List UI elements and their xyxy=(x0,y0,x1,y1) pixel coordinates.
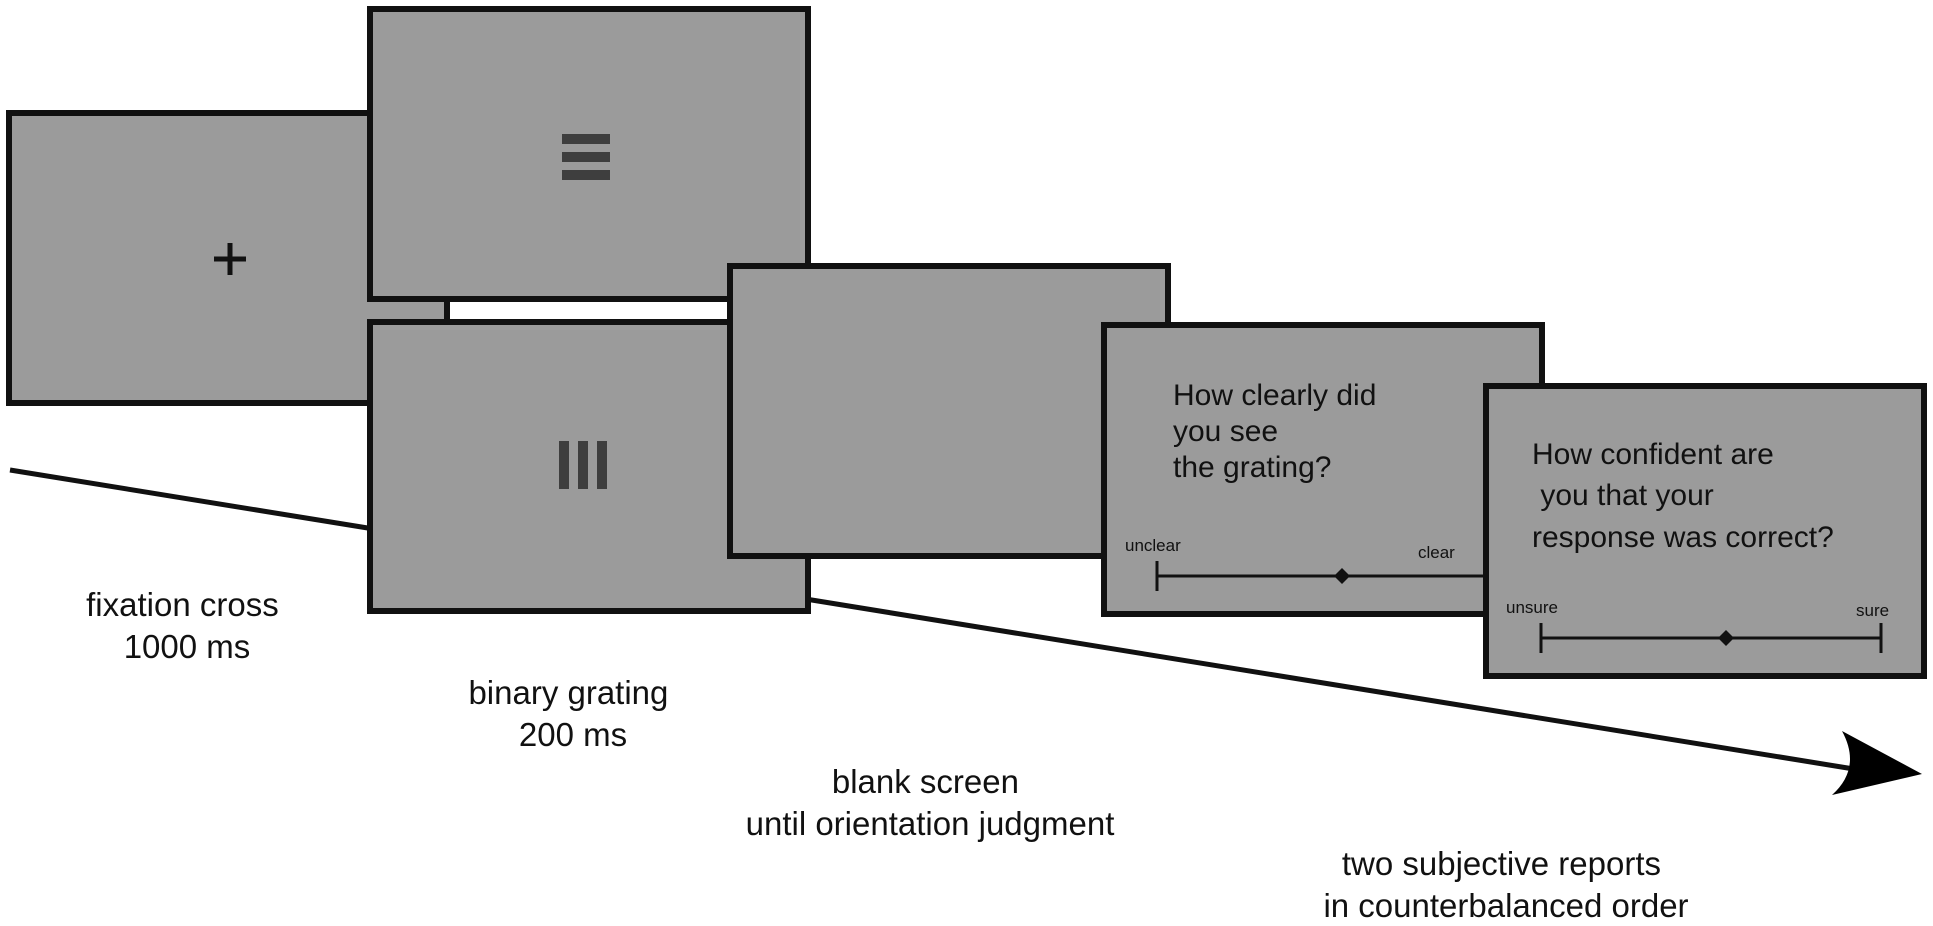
confidence-rating-screen-frame xyxy=(1483,383,1927,679)
blank-caption-line: until orientation judgment xyxy=(746,805,1115,842)
clarity-rating-screen-frame xyxy=(1101,322,1545,617)
grating-caption: binary grating 200 ms xyxy=(468,674,677,753)
confidence-rating-screen: How confident are you that your response… xyxy=(1483,383,1927,679)
arrow-right-icon xyxy=(1832,731,1922,795)
fixation-caption-line: fixation cross xyxy=(86,586,279,623)
confidence-rating-scale[interactable] xyxy=(1539,623,1883,653)
reports-caption: two subjective reports in counterbalance… xyxy=(1323,845,1688,924)
clarity-question-line: How clearly did xyxy=(1173,379,1376,412)
clarity-rating-scale[interactable] xyxy=(1155,561,1542,591)
confidence-question-line: How confident are xyxy=(1532,438,1774,471)
grating-caption-line: 200 ms xyxy=(519,716,627,753)
confidence-scale-right-label: sure xyxy=(1856,601,1889,620)
confidence-question: How confident are you that your response… xyxy=(1532,438,1834,554)
fixation-cross-icon xyxy=(214,243,246,275)
clarity-question: How clearly did you see the grating? xyxy=(1173,379,1385,484)
horizontal-grating-screen xyxy=(367,6,811,302)
confidence-scale-left-label: unsure xyxy=(1506,598,1558,617)
confidence-scale-marker[interactable] xyxy=(1718,630,1734,646)
blank-caption: blank screen until orientation judgment xyxy=(746,763,1115,842)
vertical-grating-icon xyxy=(559,441,607,489)
clarity-scale-right-label: clear xyxy=(1418,543,1455,562)
time-arrow-shaft xyxy=(9,467,1861,773)
time-arrow xyxy=(9,467,1922,795)
blank-caption-line: blank screen xyxy=(832,763,1019,800)
clarity-scale-left-label: unclear xyxy=(1125,536,1181,555)
reports-caption-line: two subjective reports xyxy=(1342,845,1661,882)
fixation-caption-line: 1000 ms xyxy=(124,628,251,665)
clarity-scale-marker[interactable] xyxy=(1334,568,1350,584)
reports-caption-line: in counterbalanced order xyxy=(1323,887,1688,924)
confidence-question-line: response was correct? xyxy=(1532,521,1834,554)
grating-caption-line: binary grating xyxy=(468,674,668,711)
confidence-question-line: you that your xyxy=(1532,479,1714,512)
fixation-caption: fixation cross 1000 ms xyxy=(86,586,288,665)
clarity-question-line: you see xyxy=(1173,415,1278,448)
clarity-question-line: the grating? xyxy=(1173,451,1331,484)
clarity-rating-screen: How clearly did you see the grating? unc… xyxy=(1101,322,1545,617)
horizontal-grating-icon xyxy=(562,134,610,180)
